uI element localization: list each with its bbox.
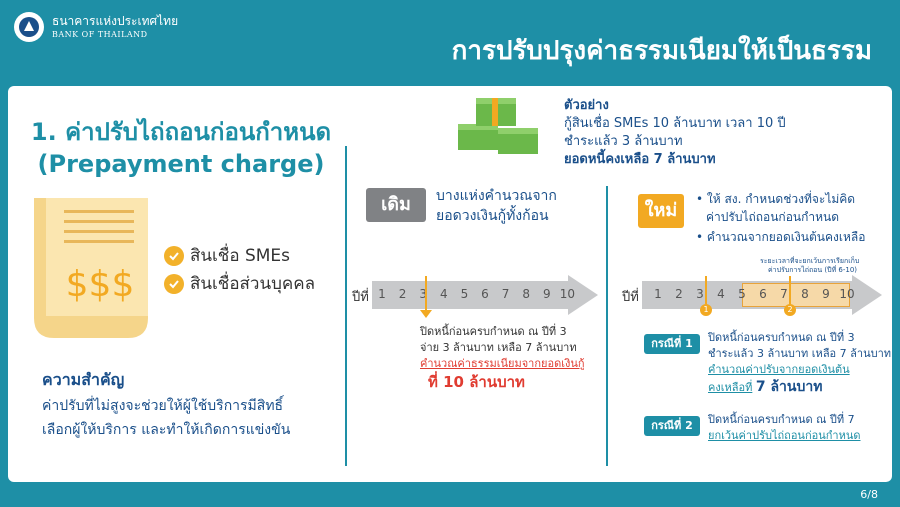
divider [345,146,347,466]
page-title: การปรับปรุงค่าธรรมเนียมให้เป็นธรรม [451,36,872,66]
case1-amount: 7 ล้านบาท [755,379,823,395]
check-icon [164,273,184,294]
check-item-personal: สินเชื่อส่วนบุคคล [164,270,315,297]
timeline-arrow-icon [568,275,598,315]
year-tick: 4 [717,287,725,301]
org-name-en: BANK OF THAILAND [52,30,148,39]
example-line-1: กู้สินเชื่อ SMEs 10 ล้านบาท เวลา 10 ปี [564,116,786,131]
year-tick: 8 [801,287,809,301]
year-tick: 10 [559,287,576,301]
year-tick: 1 [654,287,662,301]
case2-badge: กรณีที่ 2 [644,416,700,436]
old-desc-line-1: บางแห่งคำนวณจาก [436,188,557,204]
year-tick: 2 [398,287,407,301]
year-tick: 7 [501,287,510,301]
old-description: บางแห่งคำนวณจาก ยอดวงเงินกู้ทั้งก้อน [436,186,557,226]
range-note-1: ระยะเวลาที่จะยกเว้นการเรียกเก็บ [760,257,860,265]
old-note-1: ปิดหนี้ก่อนครบกำหนด ณ ปีที่ 3 [420,325,567,338]
exempt-range-box [742,283,850,307]
check-icon [164,245,184,266]
year-tick: 5 [738,287,746,301]
case2-line-2: ยกเว้นค่าปรับไถ่ถอนก่อนกำหนด [708,429,861,442]
year-tick: 3 [696,287,704,301]
importance-line-2: เลือกผู้ให้บริการ และทำให้เกิดการแข่งขัน [42,422,291,438]
new-bullet-1a: • ให้ สง. กำหนดช่วงที่จะไม่คิด [696,192,856,206]
timeline-arrow-icon [852,275,882,315]
year-tick: 6 [481,287,489,301]
paper-dollar-text: $$$ [66,264,135,305]
year-tick: 2 [675,287,683,301]
section-title: 1. ค่าปรับไถ่ถอนก่อนกำหนด (Prepayment ch… [26,116,336,180]
divider [606,186,608,466]
year-tick: 8 [522,287,530,301]
case2-line-1: ปิดหนี้ก่อนครบกำหนด ณ ปีที่ 7 [708,413,855,426]
case1-line-1: ปิดหนี้ก่อนครบกำหนด ณ ปีที่ 3 [708,331,855,344]
old-badge: เดิม [366,188,426,222]
year-tick: 6 [759,287,767,301]
example-title: ตัวอย่าง [564,98,609,113]
old-note-3: คำนวณค่าธรรมเนียมจากยอดเงินกู้ [420,357,585,370]
year-tick: 3 [419,287,427,301]
year-tick: 4 [439,287,448,301]
year-tick: 9 [542,287,551,301]
range-note-2: ค่าปรับการไถ่ถอน (ปีที่ 6-10) [768,266,858,274]
importance-title: ความสำคัญ [42,370,125,389]
importance-line-1: ค่าปรับที่ไม่สูงจะช่วยให้ผู้ใช้บริการมีส… [42,398,284,414]
year-tick: 5 [460,287,469,301]
bank-logo-icon [14,12,44,42]
case2-cut-line [789,276,791,306]
year-tick: 9 [822,287,830,301]
marker-1: 1 [700,304,712,316]
example-line-3: ยอดหนี้คงเหลือ 7 ล้านบาท [564,152,716,167]
year-tick: 10 [839,287,855,301]
importance-text: ค่าปรับที่ไม่สูงจะช่วยให้ผู้ใช้บริการมีส… [42,394,332,442]
content-card: 1. ค่าปรับไถ่ถอนก่อนกำหนด (Prepayment ch… [8,86,892,482]
document-icon: $$$ [24,198,158,338]
old-note-4: ที่ 10 ล้านบาท [428,373,525,391]
year-tick: 1 [378,287,386,301]
year-label: ปีที่ [352,290,369,305]
check-item-sme: สินเชื่อ SMEs [164,242,290,269]
page-number: 6/8 [860,488,878,501]
year-label: ปีที่ [622,290,639,305]
old-cut-line [425,276,427,312]
marker-2: 2 [784,304,796,316]
org-name-th: ธนาคารแห่งประเทศไทย [52,14,179,28]
old-desc-line-2: ยอดวงเงินกู้ทั้งก้อน [436,208,549,224]
check-label: สินเชื่อส่วนบุคคล [190,274,316,294]
section-title-th: 1. ค่าปรับไถ่ถอนก่อนกำหนด [30,118,332,146]
case1-line-4a: คงเหลือที่ [708,381,753,394]
old-cut-arrow-icon [420,310,432,318]
section-title-en: (Prepayment charge) [37,150,325,178]
old-note-2: จ่าย 3 ล้านบาท เหลือ 7 ล้านบาท [420,341,577,354]
case1-cut-line [705,276,707,306]
new-bullet-1b: ค่าปรับไถ่ถอนก่อนกำหนด [706,210,840,224]
money-stack-icon [448,90,548,170]
check-label: สินเชื่อ SMEs [190,246,291,266]
timeline-bar [372,281,568,309]
header: ธนาคารแห่งประเทศไทย BANK OF THAILAND การ… [0,0,900,80]
new-badge: ใหม่ [638,194,684,228]
year-tick: 7 [780,287,788,301]
case1-badge: กรณีที่ 1 [644,334,700,354]
example-line-2: ชำระแล้ว 3 ล้านบาท [564,134,683,149]
case1-line-4: คงเหลือที่ 7 ล้านบาท [708,379,822,396]
case1-line-2: ชำระแล้ว 3 ล้านบาท เหลือ 7 ล้านบาท [708,347,891,360]
case1-line-3: คำนวณค่าปรับจากยอดเงินต้น [708,363,850,376]
new-bullet-2: • คำนวณจากยอดเงินต้นคงเหลือ [696,230,866,244]
